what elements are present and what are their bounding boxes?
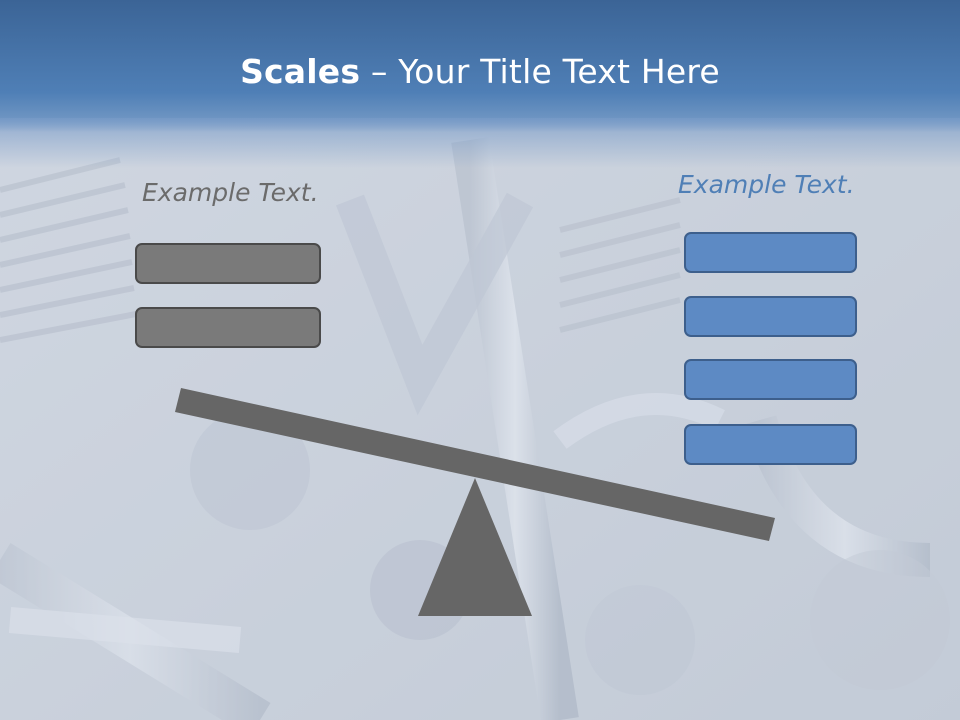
slide-title-bold: Scales [240, 52, 361, 91]
right-box-2[interactable] [684, 296, 857, 337]
right-box-1[interactable] [684, 232, 857, 273]
left-box-1[interactable] [135, 243, 321, 284]
right-box-3[interactable] [684, 359, 857, 400]
right-box-4[interactable] [684, 424, 857, 465]
left-example-label: Example Text. [142, 178, 319, 207]
right-example-label: Example Text. [678, 170, 855, 199]
title-bar-fade [0, 118, 960, 168]
title-bar [0, 0, 960, 132]
slide-title: Scales – Your Title Text Here [0, 52, 960, 91]
scale-beam [175, 388, 775, 541]
scale-fulcrum [418, 478, 532, 616]
slide-title-rest: – Your Title Text Here [360, 52, 720, 91]
left-box-2[interactable] [135, 307, 321, 348]
